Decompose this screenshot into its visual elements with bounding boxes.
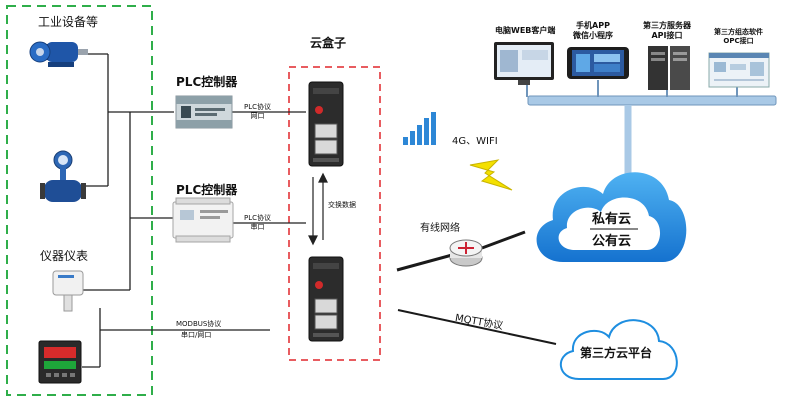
gateway-top-icon bbox=[308, 81, 344, 167]
plc2-title: PLC控制器 bbox=[176, 183, 238, 197]
modbus-protocol-text: MODBUS协议 bbox=[176, 320, 222, 328]
third-party-cloud-icon bbox=[559, 319, 678, 380]
signal-icon bbox=[403, 112, 436, 145]
sensor-icon bbox=[52, 270, 84, 312]
meter-controller-icon bbox=[38, 340, 82, 384]
opc-software-label: 第三方组态软件 OPC接口 bbox=[714, 28, 763, 45]
router-icon bbox=[449, 239, 483, 267]
device-group-frame bbox=[6, 5, 153, 396]
third-party-server-label: 第三方服务器 API接口 bbox=[643, 21, 691, 40]
modbus-label: MODBUS协议 bbox=[176, 320, 221, 329]
client-bus bbox=[527, 95, 777, 106]
flowmeter-icon bbox=[40, 150, 86, 202]
cloud-divider bbox=[590, 228, 638, 230]
plc2-protocol-label: PLC协议 串口 bbox=[244, 214, 272, 231]
modbus-port-text: 串口/网口 bbox=[181, 331, 212, 339]
plc1-device-icon bbox=[175, 95, 233, 129]
plc1-title: PLC控制器 bbox=[176, 75, 238, 89]
main-cloud-icon bbox=[536, 172, 687, 262]
wireless-label: 4G、WIFI bbox=[452, 136, 498, 147]
mobile-app-label: 手机APP 微信小程序 bbox=[573, 21, 613, 40]
web-client-label: 电脑WEB客户端 bbox=[495, 26, 556, 35]
plc2-device-icon bbox=[172, 197, 234, 243]
server-icon bbox=[648, 46, 690, 90]
tablet-icon bbox=[567, 47, 629, 79]
instrument-label: 仪器仪表 bbox=[40, 249, 89, 263]
industrial-equipment-label: 工业设备等 bbox=[38, 15, 99, 29]
wired-network-label: 有线网络 bbox=[420, 223, 460, 234]
plc1-protocol-label: PLC协议 网口 bbox=[244, 103, 272, 120]
public-cloud-label: 公有云 bbox=[592, 234, 632, 249]
gateway-bottom-icon bbox=[308, 256, 344, 342]
exchange-data-label: 交换数据 bbox=[328, 201, 356, 209]
lightning-icon bbox=[469, 159, 513, 191]
scada-screen-icon bbox=[708, 52, 770, 88]
cloud-box-title: 云盒子 bbox=[310, 36, 347, 50]
third-party-cloud-label: 第三方云平台 bbox=[580, 346, 653, 360]
private-cloud-label: 私有云 bbox=[592, 212, 632, 227]
pc-monitor-icon bbox=[494, 42, 554, 85]
pump-icon bbox=[29, 41, 88, 67]
mqtt-line bbox=[397, 309, 557, 345]
